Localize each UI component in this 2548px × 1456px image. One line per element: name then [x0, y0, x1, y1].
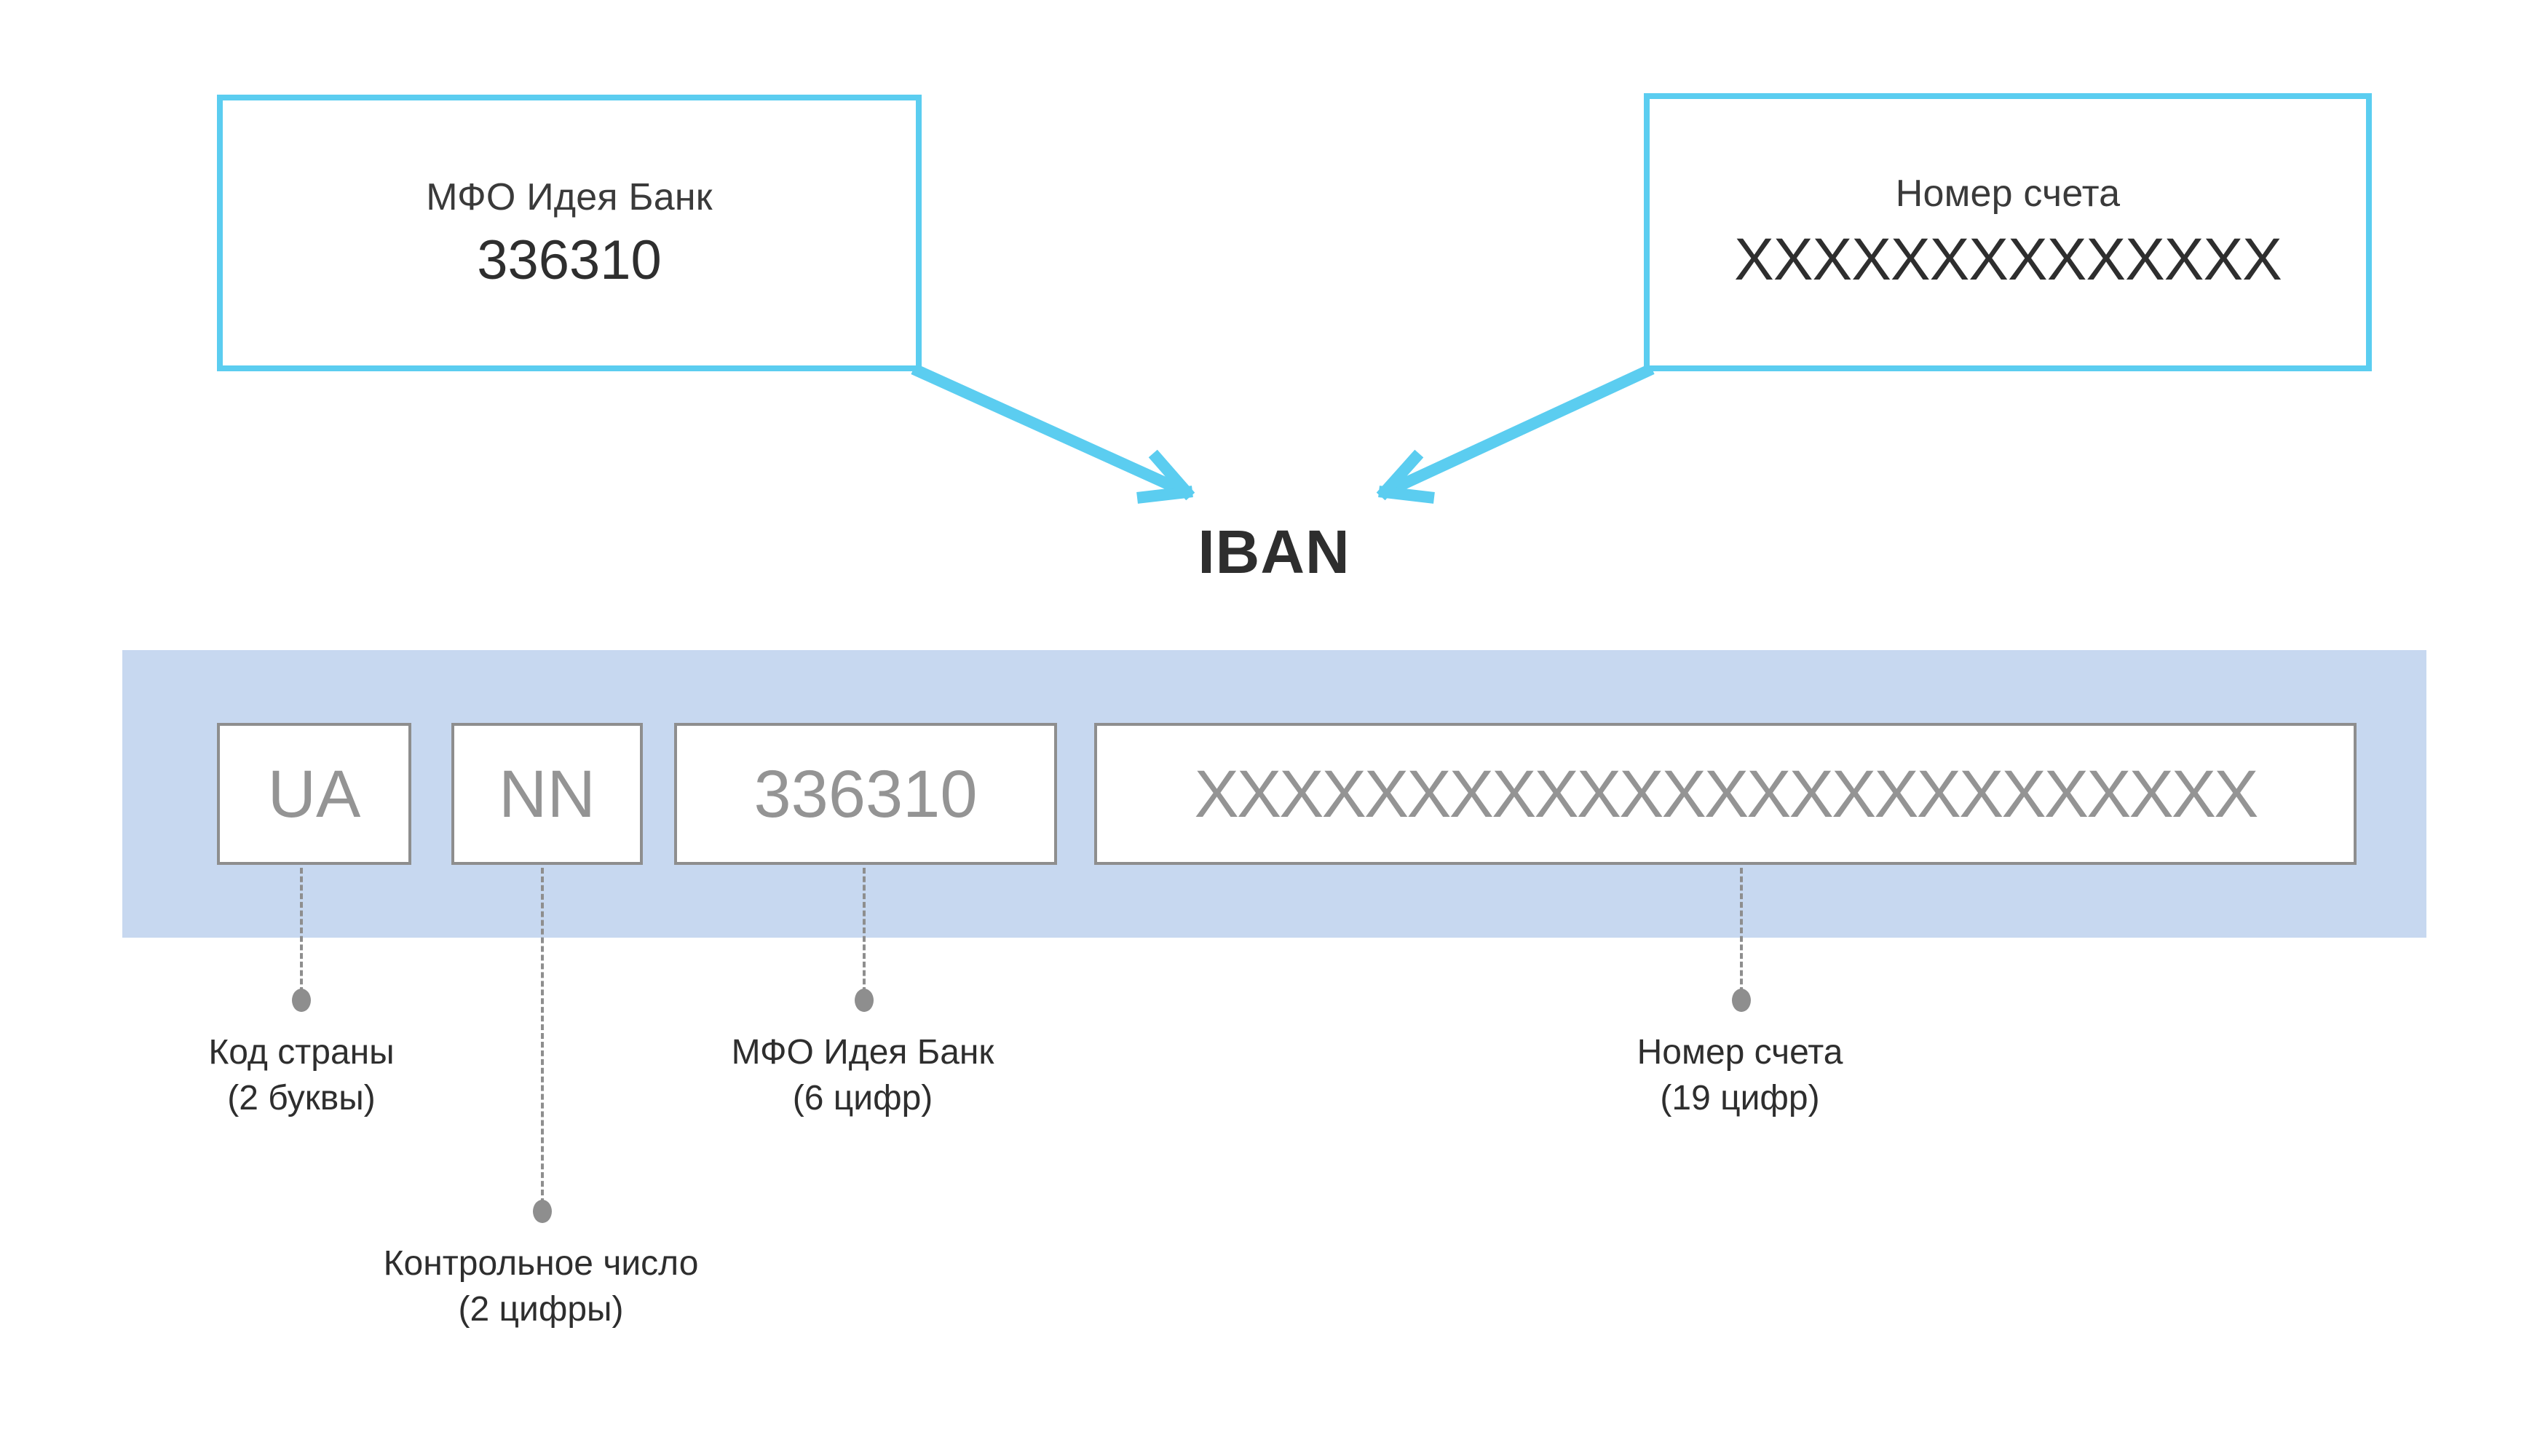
iban-segment-account-number: XXXXXXXXXXXXXXXXXXXXXXXXX	[1094, 723, 2357, 865]
caption-account-number-line1: Номер счета	[1637, 1033, 1843, 1072]
caption-bank-code-line1: МФО Идея Банк	[731, 1033, 994, 1072]
segment-country-code-text: UA	[267, 756, 361, 831]
caption-check-digits: Контрольное число (2 цифры)	[104, 1241, 978, 1333]
callout-mfo-title: МФО Идея Банк	[426, 175, 713, 218]
arrow-from-account-icon	[1376, 363, 1655, 504]
iban-heading: IBAN	[1198, 518, 1350, 586]
callout-box-account: Номер счета XXXXXXXXXXXXXX	[1644, 93, 2372, 371]
segment-bank-code-text: 336310	[753, 756, 978, 831]
caption-country-code-line2: (2 буквы)	[227, 1079, 376, 1118]
leader-line-check-digits	[541, 868, 544, 1204]
caption-country-code-line1: Код страны	[208, 1033, 395, 1072]
caption-bank-code: МФО Идея Банк (6 цифр)	[426, 1029, 1299, 1122]
leader-dot-account-number	[1732, 989, 1751, 1012]
callout-account-value: XXXXXXXXXXXXXX	[1734, 226, 2282, 293]
caption-account-number: Номер счета (19 цифр)	[1303, 1029, 2177, 1122]
leader-dot-bank-code	[855, 989, 874, 1012]
caption-check-digits-line1: Контрольное число	[383, 1244, 699, 1283]
leader-line-country-code	[300, 868, 303, 993]
caption-bank-code-line2: (6 цифр)	[792, 1079, 933, 1118]
segment-account-number-text: XXXXXXXXXXXXXXXXXXXXXXXXX	[1194, 756, 2258, 831]
leader-dot-check-digits	[533, 1200, 552, 1223]
iban-segment-check-digits: NN	[451, 723, 643, 865]
iban-segment-country-code: UA	[217, 723, 411, 865]
iban-segment-bank-code: 336310	[674, 723, 1057, 865]
segment-check-digits-text: NN	[499, 756, 596, 831]
caption-account-number-line2: (19 цифр)	[1660, 1079, 1820, 1118]
leader-line-account-number	[1740, 868, 1743, 993]
leader-dot-country-code	[292, 989, 311, 1012]
callout-box-mfo: МФО Идея Банк 336310	[217, 95, 922, 371]
caption-check-digits-line2: (2 цифры)	[458, 1290, 624, 1329]
caption-country-code: Код страны (2 буквы)	[0, 1029, 603, 1122]
callout-mfo-value: 336310	[477, 229, 662, 291]
arrow-from-mfo-icon	[911, 363, 1195, 504]
leader-line-bank-code	[863, 868, 866, 993]
callout-account-title: Номер счета	[1895, 173, 2121, 215]
